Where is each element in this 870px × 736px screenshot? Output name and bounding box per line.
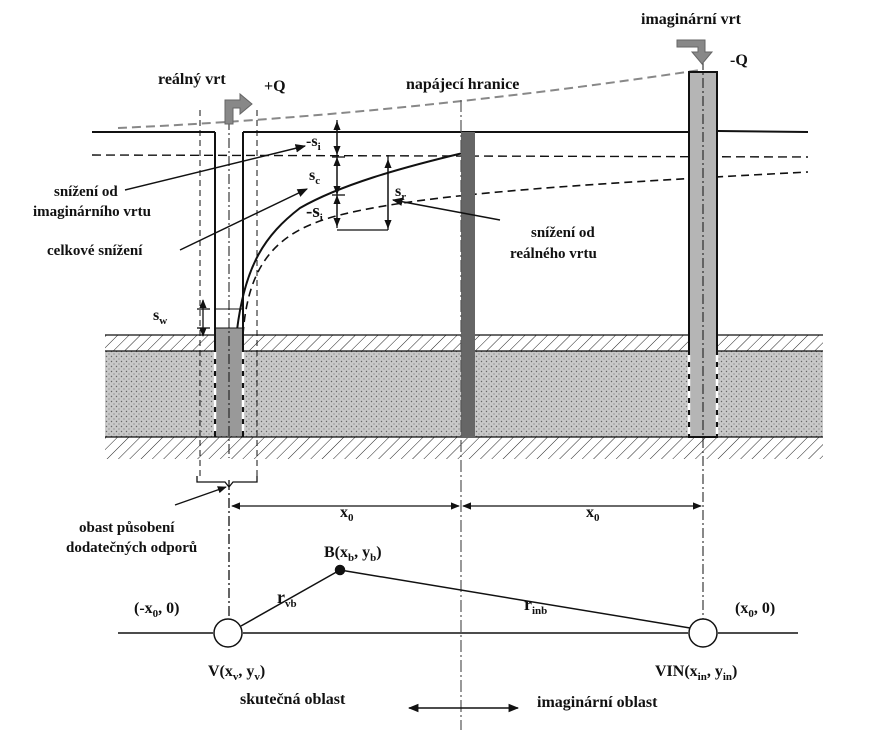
drawdown-dimensions (197, 120, 392, 337)
x0-left-label: x0 (340, 504, 354, 524)
imaginary-mound-curve (117, 69, 701, 129)
neg-x0-coord-label: (-x0, 0) (134, 600, 179, 620)
resistance-area-label-1: obast působení (79, 520, 175, 536)
real-well (199, 110, 258, 480)
pos-x0-coord-label: (x0, 0) (735, 600, 775, 620)
observation-point-b (334, 564, 346, 576)
imaginary-well (687, 60, 719, 635)
real-well-label: reálný vrt (158, 71, 226, 88)
neg-si-bottom-symbol: -si (306, 201, 323, 224)
plus-q-label: +Q (264, 78, 286, 95)
imaginary-area-label: imaginární oblast (537, 694, 658, 711)
x0-right-label: x0 (586, 504, 600, 524)
point-b-label: B(xb, yb) (324, 544, 382, 564)
sr-symbol: sr (395, 183, 406, 203)
drawdown-real-label-2: reálného vrtu (510, 246, 597, 262)
coordinate-schematic (118, 564, 798, 713)
drawdown-imag-label-2: imaginárního vrtu (33, 204, 151, 220)
imaginary-well-label: imaginární vrt (641, 11, 742, 28)
pump-out-arrow-icon (224, 92, 253, 125)
total-drawdown-curve (236, 152, 464, 331)
point-vin-label: VIN(xin, yin) (655, 663, 737, 683)
resistance-bracket (174, 476, 258, 628)
total-drawdown-label: celkové snížení (47, 243, 143, 259)
leader-lines (124, 144, 501, 251)
text-labels: reálný vrt +Q napájecí hranice imaginárn… (33, 11, 775, 711)
recharge-boundary-label: napájecí hranice (406, 76, 519, 93)
pump-in-arrow-icon (676, 39, 714, 65)
sc-symbol: sc (309, 167, 320, 187)
real-area-label: skutečná oblast (240, 691, 346, 708)
drawdown-imag-label-1: snížení od (54, 184, 118, 200)
imaginary-well-point-vin (688, 618, 718, 648)
lower-confining-hatch (105, 437, 823, 459)
real-well-point-v (213, 618, 243, 648)
rvb-label: rvb (277, 587, 297, 610)
recharge-boundary-bar (461, 132, 475, 438)
recharge-boundary (460, 100, 475, 730)
minus-q-label: -Q (730, 52, 748, 69)
resistance-area-label-2: dodatečných odporů (66, 540, 197, 556)
drawdown-real-label-1: snížení od (531, 225, 595, 241)
rinb-label: rinb (524, 594, 547, 617)
sw-symbol: sw (153, 307, 167, 327)
neg-si-top-symbol: -si (306, 133, 321, 153)
point-v-label: V(xv, yv) (208, 663, 265, 683)
